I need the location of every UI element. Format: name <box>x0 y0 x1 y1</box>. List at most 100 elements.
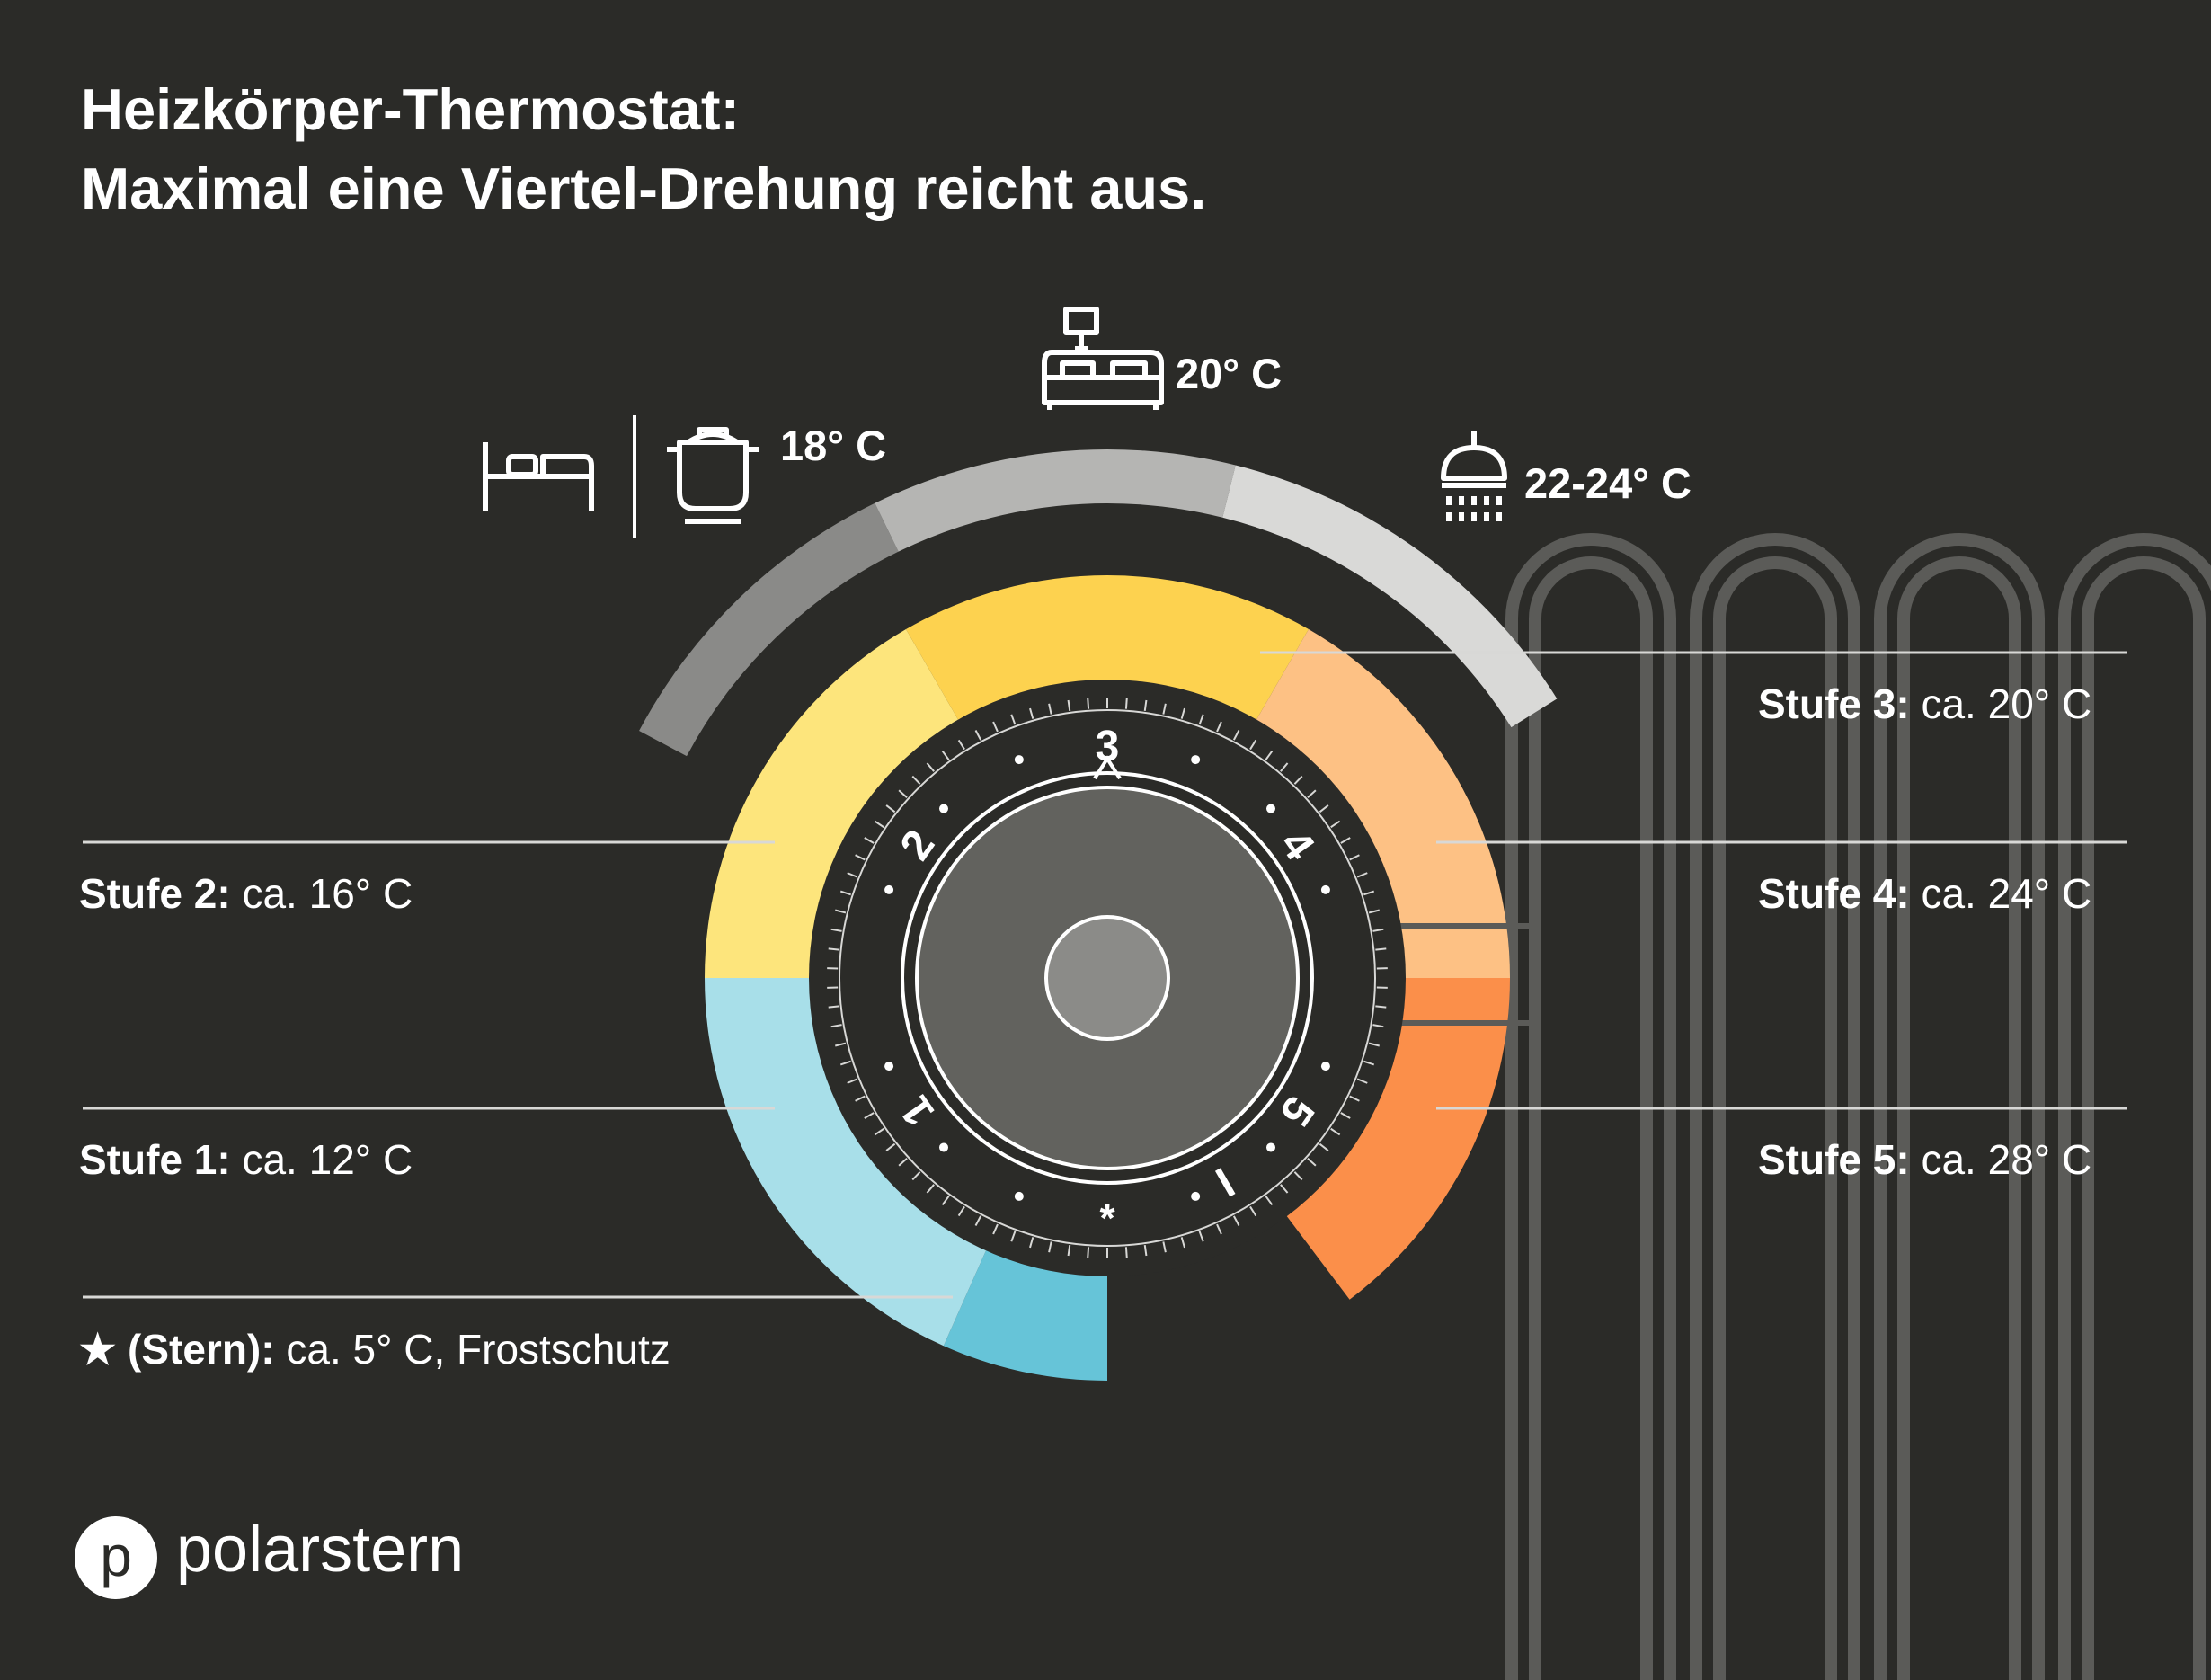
temp-bedroom-kitchen: 18° C <box>780 422 887 469</box>
dial-frost-mark: * <box>1099 1196 1115 1240</box>
shower-icon <box>1441 431 1507 521</box>
temp-bathroom: 22-24° C <box>1524 459 1692 507</box>
dial-tick <box>1330 820 1341 829</box>
dial-tick <box>1232 1215 1240 1226</box>
stufe-3-name: Stufe 3: <box>1758 680 1910 727</box>
ring-stern <box>943 1249 1107 1381</box>
ring-stufe-4 <box>1256 629 1510 978</box>
dial-tick <box>1340 1112 1351 1119</box>
dial-tick <box>1340 837 1351 844</box>
dial-tick <box>855 854 866 861</box>
stufe-2-value: ca. 16° C <box>242 870 413 917</box>
dial-tick <box>1363 1060 1375 1066</box>
logo-letter: p <box>100 1524 132 1588</box>
dial-tick <box>1067 699 1071 712</box>
stufe-3-value: ca. 20° C <box>1921 680 2092 727</box>
radiator-pipe-1 <box>1529 556 1653 1680</box>
dial-dot <box>1191 755 1201 765</box>
stern-value: ca. 5° C, Frostschutz <box>286 1326 670 1373</box>
dial-tick <box>1162 1241 1167 1253</box>
dial-tick <box>1349 1095 1360 1102</box>
dial-tick <box>1124 1247 1128 1258</box>
dial-tick <box>992 721 999 733</box>
cooking-pot-icon <box>667 427 759 524</box>
ring-stufe-3 <box>906 575 1309 722</box>
dial-dot <box>1320 884 1330 894</box>
stufe-4-label: Stufe 4: ca. 24° C <box>1758 869 2091 918</box>
dial-dot <box>1014 755 1024 765</box>
dial-tick <box>839 1060 851 1066</box>
dial-tick <box>941 750 950 760</box>
stufe-5-name: Stufe 5: <box>1758 1136 1910 1183</box>
dial-tick-ring <box>839 709 1376 1247</box>
dial-dot <box>938 1142 948 1152</box>
dial-tick <box>1330 1127 1341 1136</box>
stufe-1-label: Stufe 1: ca. 12° C <box>79 1135 413 1184</box>
dial-tick <box>926 1184 935 1194</box>
stern-symbol: ★ <box>79 1326 117 1373</box>
radiator-pipe-outer-4 <box>2058 533 2211 1680</box>
dial-tick <box>1216 1223 1222 1235</box>
dial-tick <box>1307 1157 1317 1167</box>
dial-tick <box>1010 714 1017 725</box>
dial-tick <box>1307 789 1317 799</box>
knob-center <box>1044 915 1170 1041</box>
dial-tick <box>1363 890 1375 896</box>
dial-tick <box>1143 1244 1148 1257</box>
dial-tick <box>864 1112 875 1119</box>
dial-tick <box>847 1078 858 1084</box>
stufe-1-value: ca. 12° C <box>242 1136 413 1183</box>
dial-tick <box>1249 739 1257 751</box>
dial-tick <box>1356 1078 1368 1084</box>
temp-living-room: 20° C <box>1176 350 1283 397</box>
room-arc-bedroom-kitchen <box>639 502 899 757</box>
radiator-pipe-3 <box>1897 556 2021 1680</box>
sofa-lamp-icon <box>1042 307 1164 410</box>
dial-tick <box>885 804 896 813</box>
dial-tick <box>911 775 921 785</box>
dial-tick <box>1067 1244 1071 1257</box>
dial-tick <box>974 730 982 741</box>
ring-stufe-2 <box>705 629 959 978</box>
dial-tick <box>1319 804 1329 813</box>
radiator-pipe-2 <box>1713 556 1837 1680</box>
dial-tick <box>1124 698 1128 709</box>
stern-name: (Stern): <box>128 1326 275 1373</box>
dial-tick <box>1216 721 1222 733</box>
radiator-pipe-outer-1 <box>1505 533 1676 1680</box>
stufe-4-value: ca. 24° C <box>1921 870 2092 917</box>
dial-tick <box>874 1127 884 1136</box>
dial-tick <box>1349 854 1360 861</box>
dial-tick <box>1249 1205 1257 1217</box>
dial-tick <box>974 1215 982 1226</box>
polarstern-logo-text: polarstern <box>176 1514 465 1586</box>
dial-tick <box>1265 750 1274 760</box>
dial-dot <box>1266 1142 1276 1152</box>
knob-outer-ring <box>901 771 1314 1185</box>
dial-tick <box>885 1142 896 1151</box>
dial-dot <box>884 1062 894 1071</box>
dial-tick <box>1232 730 1240 741</box>
dial-tick <box>1265 1196 1274 1206</box>
dial-tick <box>855 1095 866 1102</box>
dial-tick <box>864 837 875 844</box>
dial-tick <box>1368 1042 1380 1047</box>
stern-label: ★ (Stern): ca. 5° C, Frostschutz <box>79 1325 670 1373</box>
dial-tick <box>1280 762 1289 772</box>
dial-tick <box>828 1005 839 1009</box>
stufe-color-ring <box>705 575 1510 1381</box>
dial-tick <box>1319 1142 1329 1151</box>
dial-number-3: 3 <box>1096 723 1120 770</box>
dial-dot <box>1191 1191 1201 1201</box>
dial-tick <box>1198 714 1204 725</box>
stufe-5-label: Stufe 5: ca. 28° C <box>1758 1135 2091 1184</box>
room-arc-living <box>875 449 1236 552</box>
room-temperature-arc <box>639 449 1558 757</box>
stufe-2-name: Stufe 2: <box>79 870 231 917</box>
dial-tick <box>1180 707 1185 719</box>
radiator-pipe-outer-3 <box>1874 533 2045 1680</box>
radiator-pipe-outer-2 <box>1690 533 1860 1680</box>
dial-dot <box>938 804 948 813</box>
